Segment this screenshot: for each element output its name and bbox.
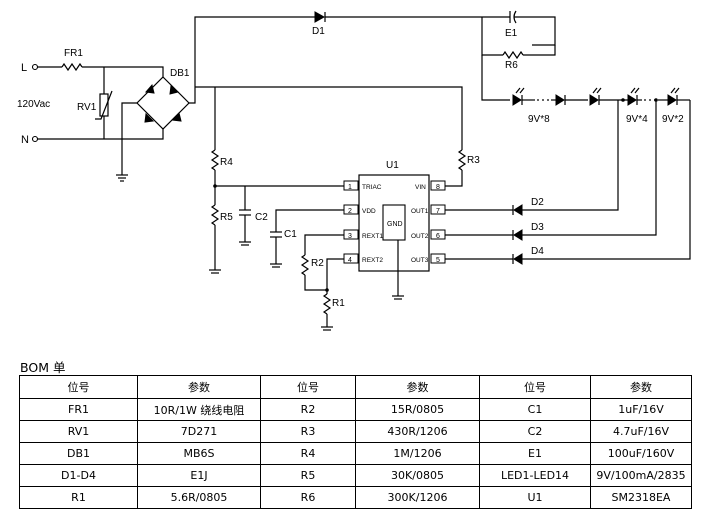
table-row: D1-D4 E1J R5 30K/0805 LED1-LED14 9V/100m…: [19, 464, 692, 487]
table-cell: C1: [479, 398, 591, 421]
table-cell: 7D271: [137, 420, 261, 443]
circuit-schematic: L N 120Vac FR1 RV1 DB1 D1: [17, 10, 691, 331]
table-cell: R6: [260, 486, 356, 509]
label-C2: C2: [255, 212, 268, 223]
table-cell: 1M/1206: [355, 442, 480, 465]
table-cell: R4: [260, 442, 356, 465]
table-cell: 10R/1W 绕线电阻: [137, 398, 261, 421]
table-row: R1 5.6R/0805 R6 300K/1206 U1 SM2318EA: [19, 486, 692, 509]
bom-header-cell: 参数: [590, 375, 692, 399]
pin-num-3: 3: [348, 233, 352, 240]
terminal-L-label: L: [21, 62, 27, 74]
table-row: FR1 10R/1W 绕线电阻 R2 15R/0805 C1 1uF/16V: [19, 398, 692, 421]
label-D1: D1: [312, 26, 325, 37]
table-cell: C2: [479, 420, 591, 443]
label-D3: D3: [531, 222, 544, 233]
pin-name-vin: VIN: [415, 184, 426, 191]
table-cell: 100uF/160V: [590, 442, 692, 465]
res-R3: R3: [445, 149, 480, 187]
label-R3: R3: [467, 155, 480, 166]
label-FR1: FR1: [64, 48, 83, 59]
terminal-N-label: N: [21, 134, 29, 146]
table-row: DB1 MB6S R4 1M/1206 E1 100uF/160V: [19, 442, 692, 465]
label-R1: R1: [332, 298, 345, 309]
label-D2: D2: [531, 197, 544, 208]
led-string: 9V*8 9V*4 9V*2: [481, 55, 690, 125]
table-cell: 5.6R/0805: [137, 486, 261, 509]
table-cell: E1: [479, 442, 591, 465]
table-cell: D1-D4: [19, 464, 138, 487]
table-cell: R1: [19, 486, 138, 509]
table-cell: DB1: [19, 442, 138, 465]
label-RV1: RV1: [77, 102, 97, 113]
led-group-label-2: 9V*4: [626, 114, 648, 125]
label-R6: R6: [505, 60, 518, 71]
label-R2: R2: [311, 258, 324, 269]
bom-title: BOM 单: [20, 360, 66, 375]
table-cell: 4.7uF/16V: [590, 420, 692, 443]
pin-num-8: 8: [436, 184, 440, 191]
table-row: RV1 7D271 R3 430R/1206 C2 4.7uF/16V: [19, 420, 692, 443]
label-R5: R5: [220, 212, 233, 223]
table-cell: LED1-LED14: [479, 464, 591, 487]
table-cell: 30K/0805: [355, 464, 480, 487]
label-C1: C1: [284, 229, 297, 240]
diode-D1: D1: [312, 11, 482, 37]
cap-E1-res-R6: E1 R6: [481, 10, 556, 71]
input-network: R4 R5 C2: [195, 86, 463, 274]
bom-table: 位号 参数 位号 参数 位号 参数 FR1 10R/1W 绕线电阻 R2 15R…: [19, 375, 692, 509]
table-cell: E1J: [137, 464, 261, 487]
table-cell: 9V/100mA/2835: [590, 464, 692, 487]
pin-name-out1: OUT1: [411, 208, 429, 215]
pin-name-out2: OUT2: [411, 233, 429, 240]
bom-header-cell: 参数: [355, 375, 480, 399]
label-R4: R4: [220, 157, 233, 168]
table-cell: R3: [260, 420, 356, 443]
output-diodes: D2 D3 D4: [445, 100, 691, 265]
table-cell: U1: [479, 486, 591, 509]
label-DB1: DB1: [170, 68, 190, 79]
bom-header-cell: 位号: [19, 375, 138, 399]
pin-name-triac: TRIAC: [362, 184, 382, 191]
label-U1: U1: [386, 160, 399, 171]
bom-header-cell: 位号: [479, 375, 591, 399]
pin-num-5: 5: [436, 257, 440, 264]
pin-num-4: 4: [348, 257, 352, 264]
pin-name-out3: OUT3: [411, 257, 429, 264]
pin-name-vdd: VDD: [362, 208, 376, 215]
pin-name-rext2: REXT2: [362, 257, 383, 264]
cap-C1: C1: [270, 209, 340, 268]
supply-voltage-label: 120Vac: [17, 99, 50, 110]
ic-U1: U1 GND 1 2 3 4 TRIAC VDD REXT1 REXT2 8 7…: [340, 160, 446, 300]
table-cell: R2: [260, 398, 356, 421]
bom-header-cell: 参数: [137, 375, 261, 399]
sense-resistors: R2 R1: [300, 234, 345, 331]
table-cell: MB6S: [137, 442, 261, 465]
table-cell: SM2318EA: [590, 486, 692, 509]
led-group-label-3: 9V*2: [662, 114, 684, 125]
table-cell: 300K/1206: [355, 486, 480, 509]
table-cell: FR1: [19, 398, 138, 421]
pin-num-7: 7: [436, 208, 440, 215]
table-cell: RV1: [19, 420, 138, 443]
bridge-rectifier-DB1: DB1: [116, 16, 315, 182]
ic-gnd-label: GND: [387, 221, 403, 228]
led-group-label-1: 9V*8: [528, 114, 550, 125]
bom-header-row: 位号 参数 位号 参数 位号 参数: [19, 375, 692, 399]
table-cell: R5: [260, 464, 356, 487]
bom-header-cell: 位号: [260, 375, 356, 399]
table-cell: 15R/0805: [355, 398, 480, 421]
pin-num-6: 6: [436, 233, 440, 240]
table-cell: 430R/1206: [355, 420, 480, 443]
pin-name-rext1: REXT1: [362, 233, 383, 240]
pin-num-2: 2: [348, 208, 352, 215]
pin-num-1: 1: [348, 184, 352, 191]
label-E1: E1: [505, 28, 518, 39]
table-cell: 1uF/16V: [590, 398, 692, 421]
label-D4: D4: [531, 246, 544, 257]
ac-input: L N 120Vac FR1 RV1: [17, 48, 140, 146]
